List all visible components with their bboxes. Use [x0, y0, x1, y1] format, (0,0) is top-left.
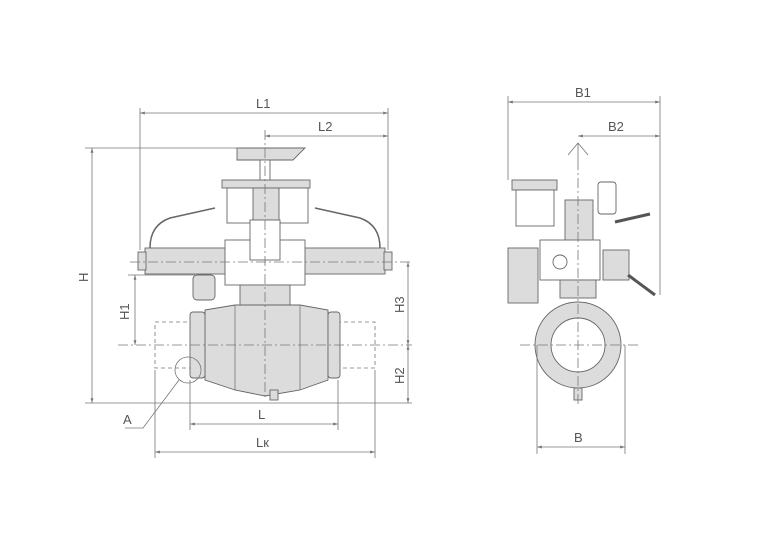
actuator-cylinders — [137, 207, 393, 275]
dim-b1: B1 — [575, 85, 591, 100]
solenoid — [597, 181, 617, 215]
dim-h1: H1 — [117, 303, 132, 320]
control-center — [252, 187, 280, 221]
control-block-right — [277, 187, 309, 224]
dim-l2: L2 — [318, 119, 332, 134]
dim-b: B — [574, 430, 583, 445]
side-top-plate — [511, 179, 558, 191]
dim-b2: B2 — [608, 119, 624, 134]
side-valve-block — [602, 249, 630, 281]
dim-lk: Lк — [256, 435, 269, 450]
side-control-block — [515, 189, 555, 227]
dim-h2: H2 — [392, 367, 407, 384]
dim-h: H — [76, 273, 91, 282]
side-view: B1 B2 B — [507, 85, 661, 454]
filter — [192, 274, 216, 301]
dim-l: L — [258, 407, 265, 422]
detail-a-circle — [174, 356, 202, 384]
valve-body — [204, 304, 329, 397]
side-stem-block — [564, 199, 594, 246]
label-a: A — [123, 412, 132, 427]
side-filter — [507, 247, 539, 304]
side-actuator-housing — [539, 239, 601, 281]
drain-plug — [269, 389, 279, 401]
control-block-left — [226, 187, 258, 224]
dim-l1: L1 — [256, 96, 270, 111]
control-plate — [221, 179, 311, 189]
handle-plate — [236, 147, 307, 161]
arrow-head-icon — [567, 142, 589, 156]
dim-h3: H3 — [392, 296, 407, 313]
front-view: A L1 L2 H H1 H3 H2 L Lк — [76, 96, 412, 458]
